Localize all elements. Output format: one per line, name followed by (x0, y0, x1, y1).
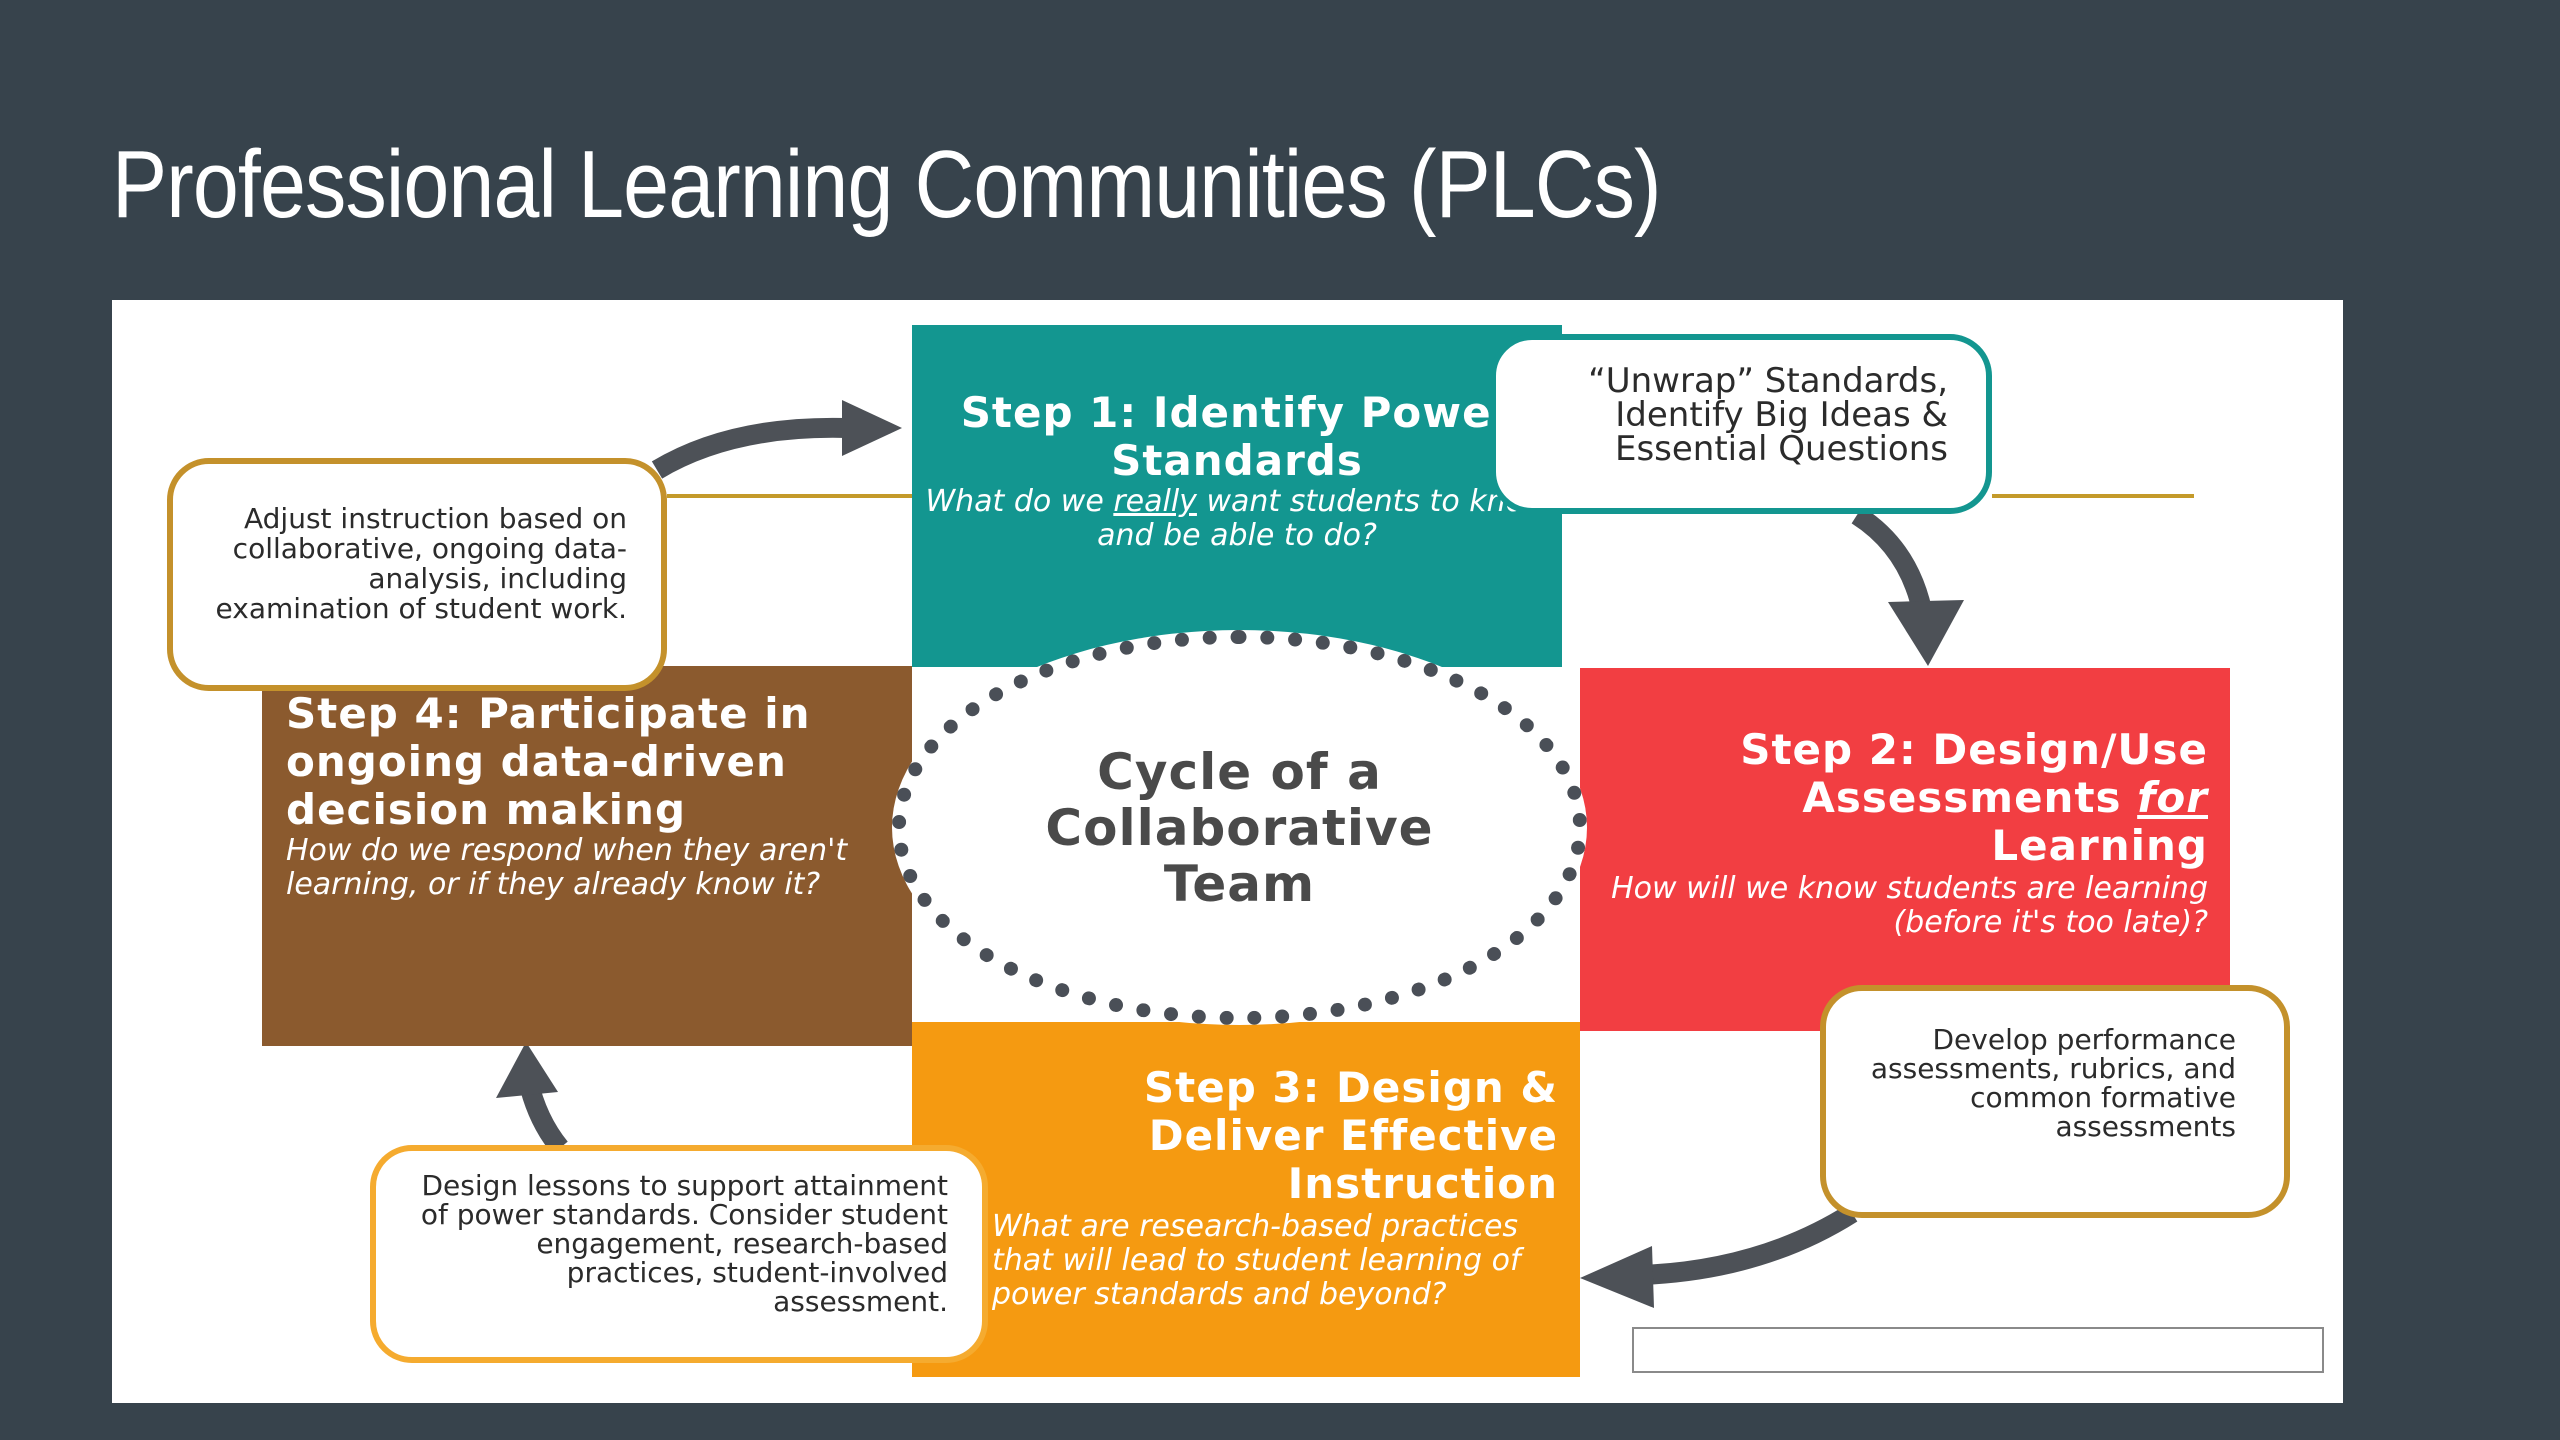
callout-adjust-text: Adjust instruction based on collaborativ… (215, 502, 627, 625)
step-1-emphasis: really (1113, 484, 1197, 519)
callout-adjust-instruction: Adjust instruction based on collaborativ… (167, 458, 667, 691)
arrow-to-step-2 (1851, 506, 1964, 666)
arrow-to-step-4 (496, 1042, 568, 1155)
step-4-question: How do we respond when they aren't learn… (286, 833, 848, 902)
step-2-title: Step 2: Design/Use Assessments for Learn… (1740, 725, 2208, 870)
step-3-question: What are research-based practices that w… (992, 1209, 1521, 1312)
step-1-title: Step 1: Identify Power Standards (960, 388, 1514, 485)
callout-unwrap-standards: “Unwrap” Standards, Identify Big Ideas &… (1490, 334, 1992, 514)
callout-design-text: Design lessons to support attainment of … (420, 1169, 948, 1318)
slide-title: Professional Learning Communities (PLCs) (112, 131, 1662, 238)
center-label: Cycle of a Collaborative Team (1045, 742, 1434, 913)
arrow-to-step-1 (651, 400, 902, 479)
step-4-title: Step 4: Participate in ongoing data-driv… (286, 689, 811, 834)
callout-unwrap-text: “Unwrap” Standards, Identify Big Ideas &… (1588, 361, 1948, 469)
center-circle: Cycle of a Collaborative Team (892, 630, 1587, 1025)
callout-develop-assessments: Develop performance assessments, rubrics… (1820, 985, 2290, 1218)
step-1-block: Step 1: Identify Power Standards What do… (912, 325, 1562, 667)
step-3-block: Step 3: Design & Deliver Effective Instr… (912, 1022, 1580, 1377)
step-2-block: Step 2: Design/Use Assessments for Learn… (1580, 668, 2230, 1031)
step-1-question: What do we really want students to know … (925, 484, 1549, 553)
step-2-emphasis: for (2137, 773, 2208, 822)
callout-develop-text: Develop performance assessments, rubrics… (1870, 1023, 2236, 1143)
step-4-block: Step 4: Participate in ongoing data-driv… (262, 666, 912, 1046)
plc-cycle-diagram: Step 1: Identify Power Standards What do… (112, 300, 2343, 1403)
step-3-title: Step 3: Design & Deliver Effective Instr… (1143, 1063, 1558, 1208)
cycle-arrows (496, 400, 2194, 1308)
step-2-question: How will we know students are learning (… (1611, 871, 2208, 940)
empty-text-box (1632, 1327, 2324, 1373)
callout-design-lessons: Design lessons to support attainment of … (370, 1145, 988, 1363)
arrow-to-step-3 (1580, 1204, 1858, 1308)
